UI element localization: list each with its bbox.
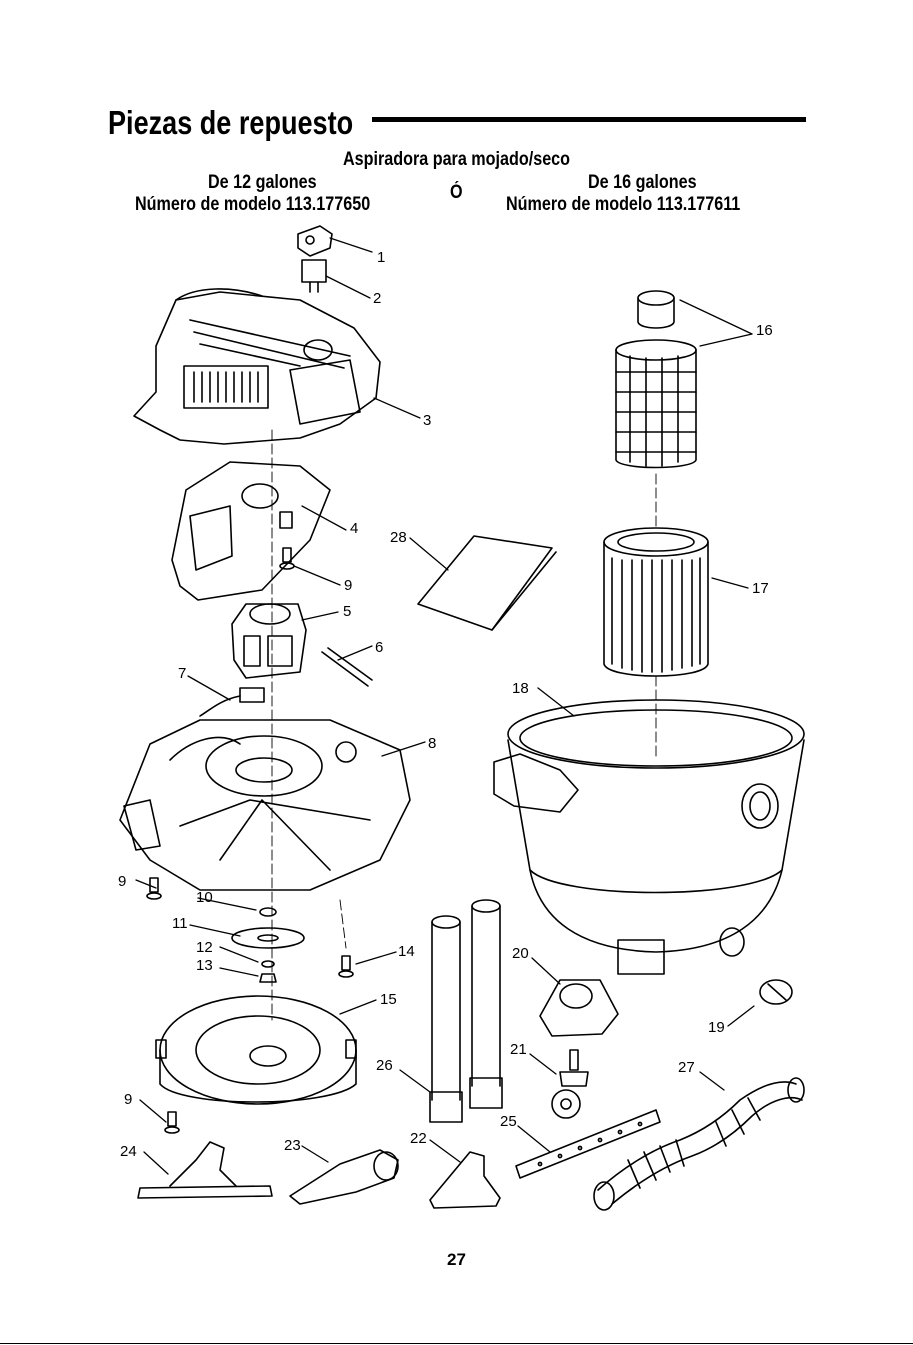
callout-6: 6 xyxy=(375,639,383,656)
callout-25: 25 xyxy=(500,1113,517,1130)
assembly-axes xyxy=(272,430,656,1020)
floor-nozzle-part xyxy=(138,1142,272,1198)
callout-4: 4 xyxy=(350,520,358,537)
callout-8: 8 xyxy=(428,735,436,752)
callout-20: 20 xyxy=(512,945,529,962)
drum-part xyxy=(494,700,804,974)
callout-1: 1 xyxy=(377,249,385,266)
callout-19: 19 xyxy=(708,1019,725,1036)
gulper-nozzle-part xyxy=(430,1152,500,1208)
callout-3: 3 xyxy=(423,412,431,429)
connector-part xyxy=(200,688,264,716)
brush-part xyxy=(322,648,372,686)
callout-10: 10 xyxy=(196,889,213,906)
callout-11: 11 xyxy=(172,915,188,932)
tool-holder-part xyxy=(540,980,618,1036)
bottom-rule xyxy=(0,1343,913,1344)
manual-part xyxy=(418,536,556,630)
callout-17: 17 xyxy=(752,580,769,597)
callout-12: 12 xyxy=(196,939,213,956)
filter-cage-part xyxy=(156,996,356,1104)
motor-housing-part xyxy=(172,462,330,600)
screw-part xyxy=(339,956,353,977)
lid-part xyxy=(120,720,410,890)
callout-5: 5 xyxy=(343,603,351,620)
extension-wands-part xyxy=(430,900,502,1122)
motor-part xyxy=(232,604,306,678)
foam-sleeve-part xyxy=(616,291,696,468)
callout-26: 26 xyxy=(376,1057,393,1074)
switch-cap-part xyxy=(298,226,332,256)
callout-21: 21 xyxy=(510,1041,527,1058)
disk-stack-parts xyxy=(232,908,304,982)
cartridge-filter-part xyxy=(604,528,708,676)
motor-cover-part xyxy=(134,289,380,444)
callout-13: 13 xyxy=(196,957,213,974)
callout-23: 23 xyxy=(284,1137,301,1154)
hose-part xyxy=(594,1078,804,1210)
callout-16: 16 xyxy=(756,322,773,339)
page-number: 27 xyxy=(0,1250,913,1270)
callout-9a: 9 xyxy=(344,577,352,594)
callout-9b: 9 xyxy=(118,873,126,890)
utility-nozzle-part xyxy=(290,1150,398,1204)
screw-part xyxy=(147,878,161,899)
strap-part xyxy=(516,1110,660,1178)
callout-15: 15 xyxy=(380,991,397,1008)
callout-7: 7 xyxy=(178,665,186,682)
drain-cap-part xyxy=(760,980,792,1004)
callout-2: 2 xyxy=(373,290,381,307)
screw-part xyxy=(165,1112,179,1133)
callout-28: 28 xyxy=(390,529,407,546)
callout-18: 18 xyxy=(512,680,529,697)
callout-22: 22 xyxy=(410,1130,427,1147)
callout-9c: 9 xyxy=(124,1091,132,1108)
callout-14: 14 xyxy=(398,943,415,960)
callout-24: 24 xyxy=(120,1143,137,1160)
callout-27: 27 xyxy=(678,1059,695,1076)
switch-part xyxy=(302,260,326,292)
caster-part xyxy=(552,1050,588,1118)
